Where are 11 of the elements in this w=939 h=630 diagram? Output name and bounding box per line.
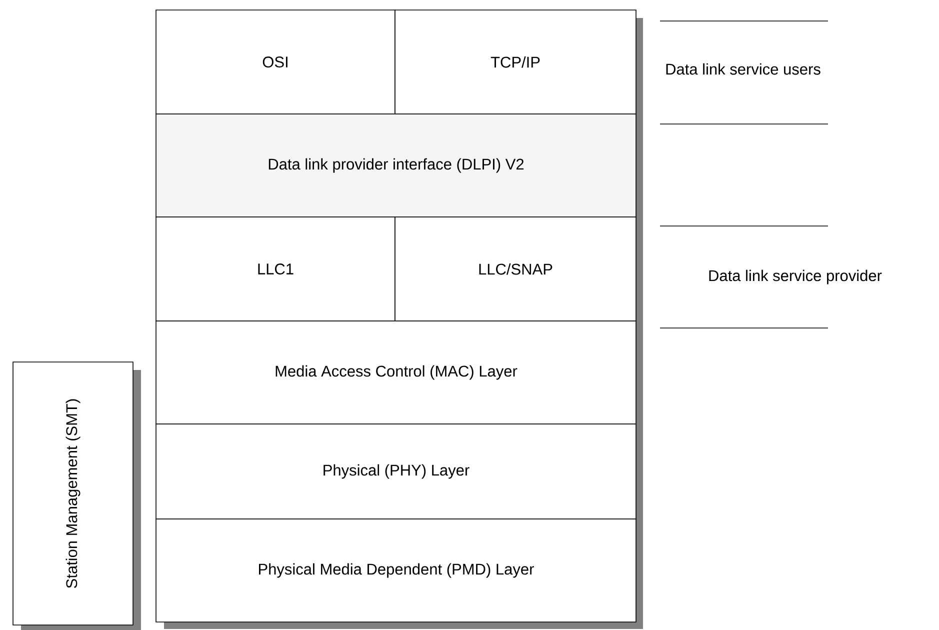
layer-box: Data link provider interface (DLPI) V2 bbox=[156, 114, 636, 218]
side-label: Data link service users bbox=[666, 63, 820, 75]
layer-box: LLC/SNAP bbox=[394, 216, 636, 322]
layer-box: OSI bbox=[156, 10, 396, 114]
layer-box: Physical Media Dependent (PMD) Layer bbox=[156, 518, 636, 622]
layer-box: Physical (PHY) Layer bbox=[156, 424, 636, 520]
layer-box: TCP/IP bbox=[394, 10, 636, 114]
side-box: Station Management (SMT) bbox=[12, 362, 134, 626]
layer-box: Media Access Control (MAC) Layer bbox=[156, 320, 636, 424]
side-label: Data link service provider bbox=[709, 270, 882, 284]
layer-box: LLC1 bbox=[156, 216, 396, 322]
